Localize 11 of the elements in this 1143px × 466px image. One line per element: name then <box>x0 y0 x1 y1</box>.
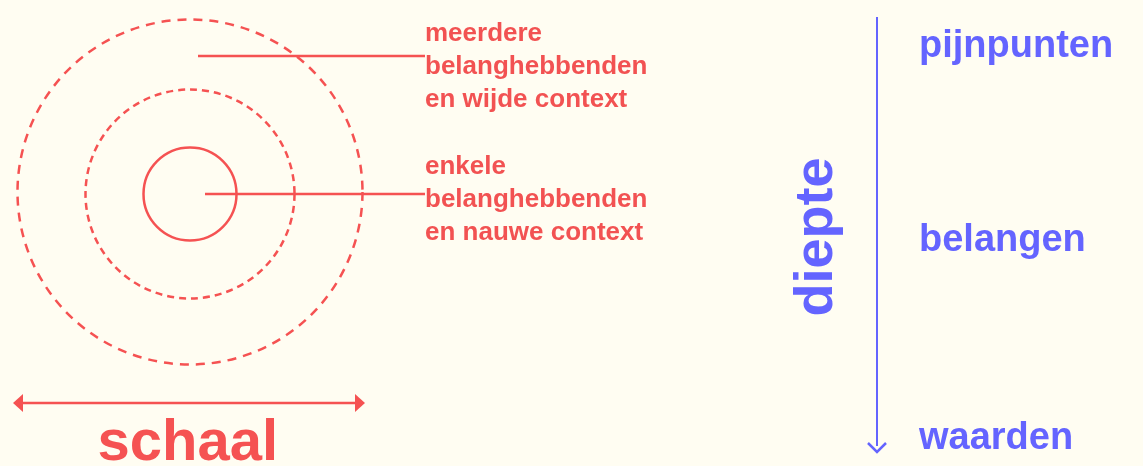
dashed-circle <box>16 18 364 366</box>
circle <box>142 146 238 242</box>
level-label: belangen <box>919 219 1086 257</box>
callout-text: enkele belanghebbenden en nauwe context <box>425 149 649 248</box>
level-label: waarden <box>919 417 1074 455</box>
dimension-label: schaal <box>97 411 279 466</box>
callout-text: meerdere belanghebbenden en wijde context <box>425 16 649 115</box>
dashed-circle <box>84 88 296 300</box>
leader-line <box>205 192 425 196</box>
leader-line <box>198 54 425 58</box>
level-label: pijnpunten <box>919 25 1114 63</box>
